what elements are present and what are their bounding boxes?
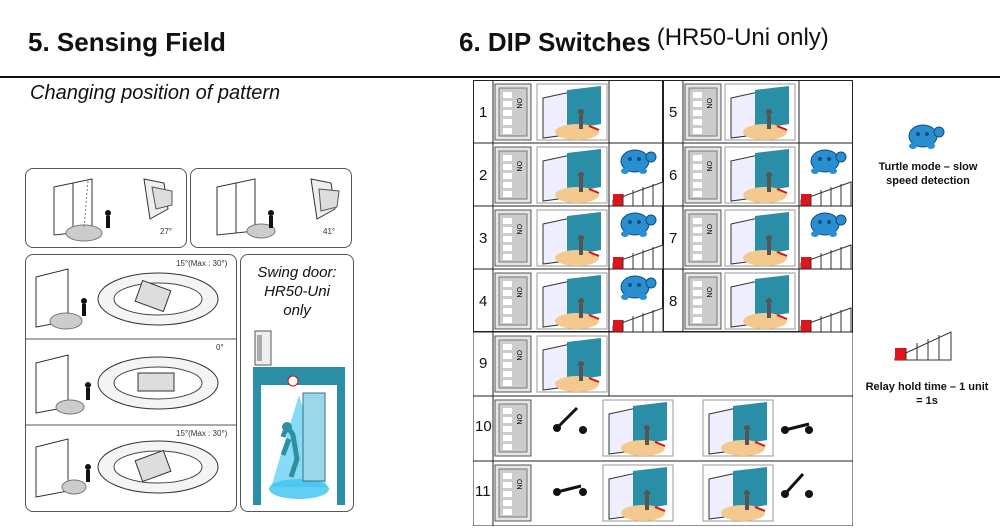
- relay-hold-legend: Relay hold time – 1 unit = 1s: [865, 381, 989, 407]
- header-divider: [0, 76, 1000, 78]
- row-number: 9: [479, 355, 488, 372]
- turtle-mode-legend: Turtle mode – slow speed detection: [878, 161, 978, 187]
- turtle-icon: [908, 124, 945, 149]
- row-number: 5: [669, 104, 678, 121]
- door-sensor-illustration: [216, 178, 340, 239]
- angle-label: 27°: [160, 227, 173, 236]
- row-number: 6: [669, 167, 678, 184]
- dip-switch-illustrations: ON: [473, 80, 853, 526]
- sensing-panel-rows: 15°(Max : 30°) 0° 15°(Max : 30°): [25, 254, 237, 512]
- dip-switches-title-text: 6. DIP Switches: [459, 27, 651, 57]
- relay-hold-icon: [894, 331, 952, 361]
- dip-switch-grid: 1 2 3 4 5 6 7 8 ON: [473, 80, 853, 526]
- row-number: 11: [475, 483, 491, 500]
- pattern-subtitle: Changing position of pattern: [30, 82, 281, 104]
- angle-label-row2: 0°: [216, 343, 224, 352]
- sensing-panel-27: 27°: [25, 168, 187, 248]
- door-sensor-illustration: [53, 178, 173, 242]
- row-number: 3: [479, 230, 488, 247]
- sensor-position-illustrations: [26, 268, 236, 498]
- sensing-panel-41: 41°: [190, 168, 352, 248]
- angle-label-row3: 15°(Max : 30°): [176, 429, 228, 438]
- angle-label-row1: 15°(Max : 30°): [176, 259, 228, 268]
- sensing-field-title: 5. Sensing Field: [28, 27, 226, 57]
- swing-door-label: Swing door: HR50-Uni only: [241, 263, 353, 320]
- row-number: 1: [479, 104, 488, 121]
- row-number: 10: [475, 418, 492, 435]
- dip-switches-title-suffix: (HR50-Uni only): [656, 24, 829, 51]
- swing-door-panel: Swing door: HR50-Uni only: [240, 254, 354, 512]
- swing-door-illustration: [253, 330, 345, 505]
- row-number: 7: [669, 230, 678, 247]
- dip-switches-title: 6. DIP Switches(HR50-Uni only): [459, 24, 829, 58]
- swing-door-text: Swing door: HR50-Uni only: [257, 264, 337, 319]
- row-number: 2: [479, 167, 488, 184]
- angle-label: 41°: [323, 227, 336, 236]
- row-number: 4: [479, 293, 488, 310]
- row-number: 8: [669, 293, 678, 310]
